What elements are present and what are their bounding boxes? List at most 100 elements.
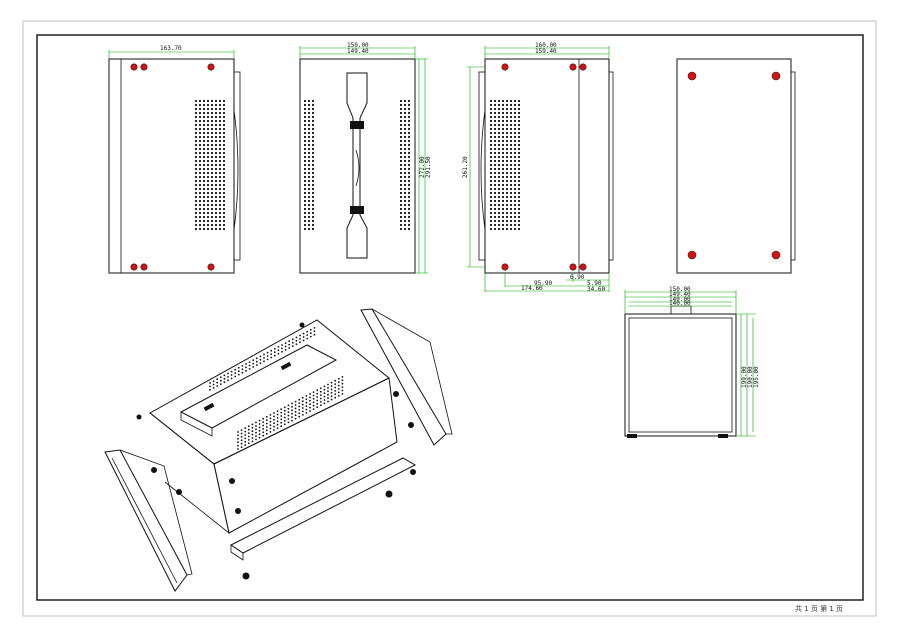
vent-hole [303, 199, 307, 203]
vent-hole [307, 195, 311, 199]
vent-hole [307, 111, 311, 115]
vent-hole [206, 115, 210, 119]
vent-hole [493, 195, 497, 199]
vent-hole [517, 127, 521, 131]
vent-hole [509, 167, 513, 171]
vent-hole [407, 195, 411, 199]
vent-hole [337, 377, 340, 380]
vent-hole [513, 131, 517, 135]
dim-v3-height: 261.20 [462, 156, 469, 178]
vent-hole [517, 207, 521, 211]
vent-hole [198, 163, 202, 167]
vent-hole [198, 195, 202, 199]
vent-hole [513, 139, 517, 143]
vent-hole [202, 175, 206, 179]
vent-hole [214, 107, 218, 111]
vent-hole [198, 207, 202, 211]
vent-hole [206, 215, 210, 219]
vent-hole [273, 347, 276, 350]
vent-hole [218, 175, 222, 179]
vent-hole [202, 223, 206, 227]
vent-hole [210, 187, 214, 191]
vent-hole [303, 135, 307, 139]
vent-hole [497, 171, 501, 175]
vent-hole [399, 107, 403, 111]
vent-hole [309, 396, 311, 399]
outer-frame [22, 20, 877, 617]
vent-hole [202, 207, 206, 211]
vent-hole [214, 139, 218, 143]
vent-hole [517, 223, 521, 227]
vent-hole [509, 159, 513, 163]
vent-hole [489, 179, 493, 183]
vent-hole [501, 115, 505, 119]
vent-hole [298, 412, 301, 415]
vent-hole [202, 155, 206, 159]
dim-v5-w4: 140.00 [669, 300, 691, 307]
vent-hole [493, 179, 497, 183]
vent-hole [194, 159, 198, 163]
vent-hole [202, 139, 206, 143]
vent-hole [214, 115, 218, 119]
vent-hole [222, 163, 226, 167]
vent-hole [240, 436, 243, 438]
vent-hole [218, 111, 222, 115]
vent-hole [210, 131, 214, 135]
vent-hole [251, 430, 254, 433]
vent-hole [202, 123, 206, 127]
vent-hole [509, 155, 513, 159]
vent-hole [493, 211, 497, 215]
vent-hole [202, 147, 206, 151]
vent-hole [214, 179, 218, 183]
vent-hole [214, 123, 218, 127]
vent-hole [323, 399, 326, 401]
vent-hole [198, 183, 202, 187]
vent-hole [323, 402, 326, 405]
vent-hole [302, 336, 305, 338]
vent-hole [307, 163, 311, 167]
dim-v5-h3: 195.00 [753, 366, 760, 388]
vent-hole [219, 376, 222, 379]
vent-hole [493, 147, 497, 151]
vent-hole [234, 368, 237, 371]
vent-hole [218, 179, 222, 183]
vent-hole [489, 99, 493, 103]
vent-hole [311, 123, 315, 127]
vent-hole [202, 183, 206, 187]
vent-hole [194, 119, 198, 123]
vent-hole [309, 393, 311, 395]
vent-hole [403, 187, 407, 191]
vent-hole [399, 211, 403, 215]
vent-hole [312, 394, 315, 397]
vent-hole [210, 223, 214, 227]
vent-hole [303, 147, 307, 151]
vent-hole [206, 107, 210, 111]
vent-hole [307, 119, 311, 123]
vent-hole [493, 207, 497, 211]
vent-hole [509, 183, 513, 187]
vent-hole [291, 341, 294, 344]
vent-hole [305, 405, 308, 407]
vent-hole [403, 215, 407, 219]
vent-hole [283, 416, 286, 419]
vent-hole [307, 179, 311, 183]
vent-hole [255, 438, 257, 441]
vent-hole [505, 159, 509, 163]
vent-hole [294, 410, 297, 413]
vent-hole [307, 203, 311, 207]
vent-hole [194, 179, 198, 183]
vent-hole [501, 159, 505, 163]
vent-hole [276, 417, 279, 419]
vent-hole [280, 418, 283, 421]
vent-hole [403, 203, 407, 207]
vent-hole [311, 139, 315, 143]
vent-hole [497, 131, 501, 135]
vent-hole [214, 103, 218, 107]
vent-hole [312, 391, 315, 393]
vent-hole [311, 131, 315, 135]
vent-hole [509, 131, 513, 135]
vent-hole [513, 223, 517, 227]
vent-hole [307, 155, 311, 159]
vent-hole [265, 426, 268, 428]
vent-hole [341, 379, 344, 382]
